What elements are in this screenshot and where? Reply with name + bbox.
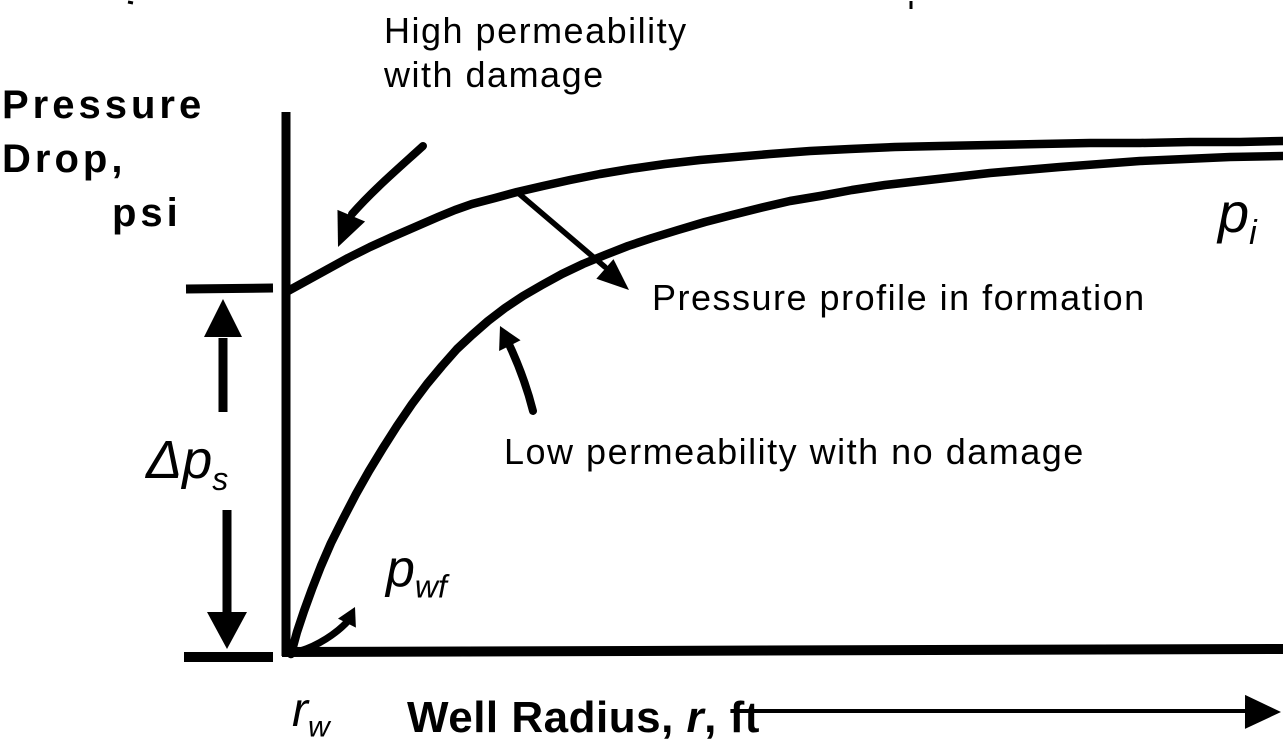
rw-label: rw [292,683,330,742]
delta-ps-label-sub: s [212,460,229,497]
x-axis-label-italic-r: r [686,693,705,742]
pi-label: pi [1218,180,1257,250]
delta-ps-up-arrowhead-head [204,299,242,337]
y-axis-label-line2: Drop, [2,137,127,181]
high-permeability-annotation-line1: High permeability [384,10,688,51]
x-axis-label-part1: Well Radius, [407,693,687,742]
pressure-profile-pointer-arrow-shaft [514,189,608,270]
pressure-profile-pointer-arrow-head [596,259,629,290]
delta-ps-label-base: Δp [146,430,213,490]
pwf-label-sub: wf [414,568,447,605]
low-perm-pointer-arrow-head [499,326,521,352]
rw-label-sub: w [307,710,330,744]
pi-label-base: p [1218,181,1250,244]
pressure-profile-annotation: Pressure profile in formation [652,277,1146,318]
pwf-label: pwf [386,539,447,602]
y-axis-label-line3: psi [112,191,182,235]
skin-tick-top [185,283,274,294]
x-axis-label-part2: , ft [704,693,760,742]
high-permeability-annotation: High permeability with damage [384,9,688,97]
x-direction-arrowhead-head [1244,694,1281,729]
high-permeability-annotation-line2: with damage [384,54,605,95]
high-perm-pointer-arrow-head [337,209,366,247]
curve-high-permeability-with-damage [283,136,1283,296]
pwf-pointer-arrow-shaft [296,617,352,655]
low-perm-pointer-arrow-shaft [503,336,537,415]
high-perm-pointer-arrow-shaft [348,142,427,218]
delta-ps-down-arrowhead-head [207,612,247,649]
y-axis-label: Pressure Drop, psi [2,78,222,240]
x-axis-label: Well Radius, r, ft [407,693,760,743]
pi-label-sub: i [1249,214,1257,253]
x-axis [281,644,1283,657]
delta-ps-label: Δps [146,429,228,495]
low-permeability-annotation: Low permeability with no damage [504,431,1085,472]
curve-low-permeability-no-damage [286,151,1283,659]
rw-label-base: r [292,684,308,737]
pwf-pointer-arrow-head [338,607,356,628]
scan-artifact-top-left [127,0,134,5]
pwf-label-base: p [386,540,415,598]
y-axis-label-line1: Pressure [2,83,206,127]
